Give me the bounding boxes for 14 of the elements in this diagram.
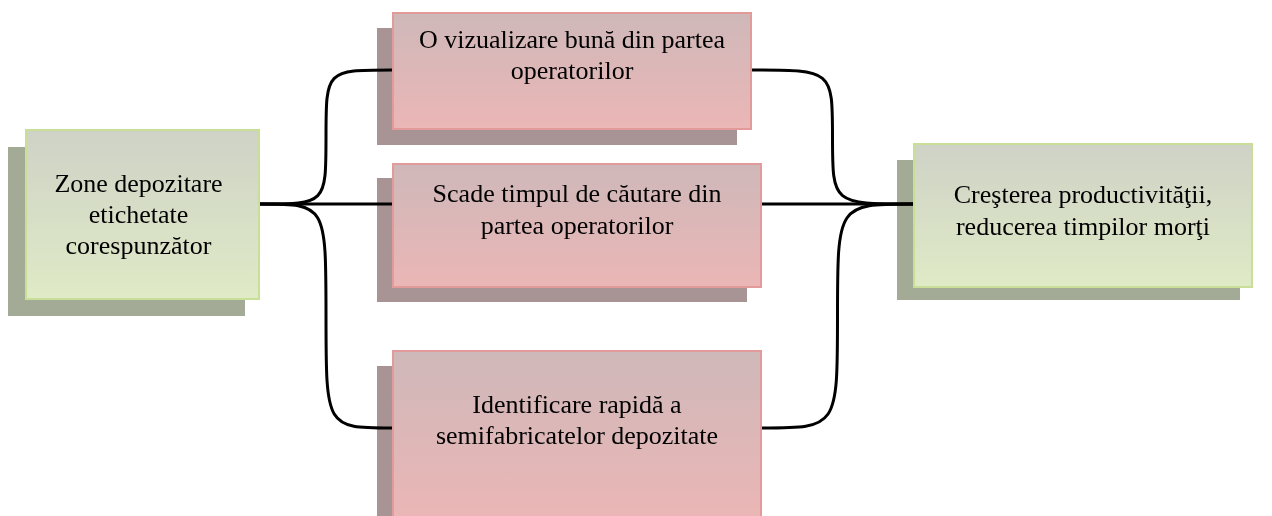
connector-line (260, 68, 392, 206)
connector-line (762, 202, 913, 430)
connector-line (752, 68, 913, 206)
box-text: O vizualizare bună din partea operatorilor (417, 23, 727, 87)
box-text: Creşterea productivităţii, reducerea timpilor morţi (952, 179, 1214, 242)
text-box (25, 129, 260, 300)
box-text: Identificare rapidă a semifabricatelor depozitate (434, 388, 720, 452)
text-box (913, 143, 1253, 288)
box-text: Zone depozitare etichetate corespunzător (53, 167, 224, 262)
connector-line (260, 202, 392, 430)
text-box (392, 12, 752, 130)
text-box (392, 350, 762, 516)
text-box (392, 163, 762, 288)
box-text: Scade timpul de căutare din partea operatorilor (431, 178, 723, 241)
